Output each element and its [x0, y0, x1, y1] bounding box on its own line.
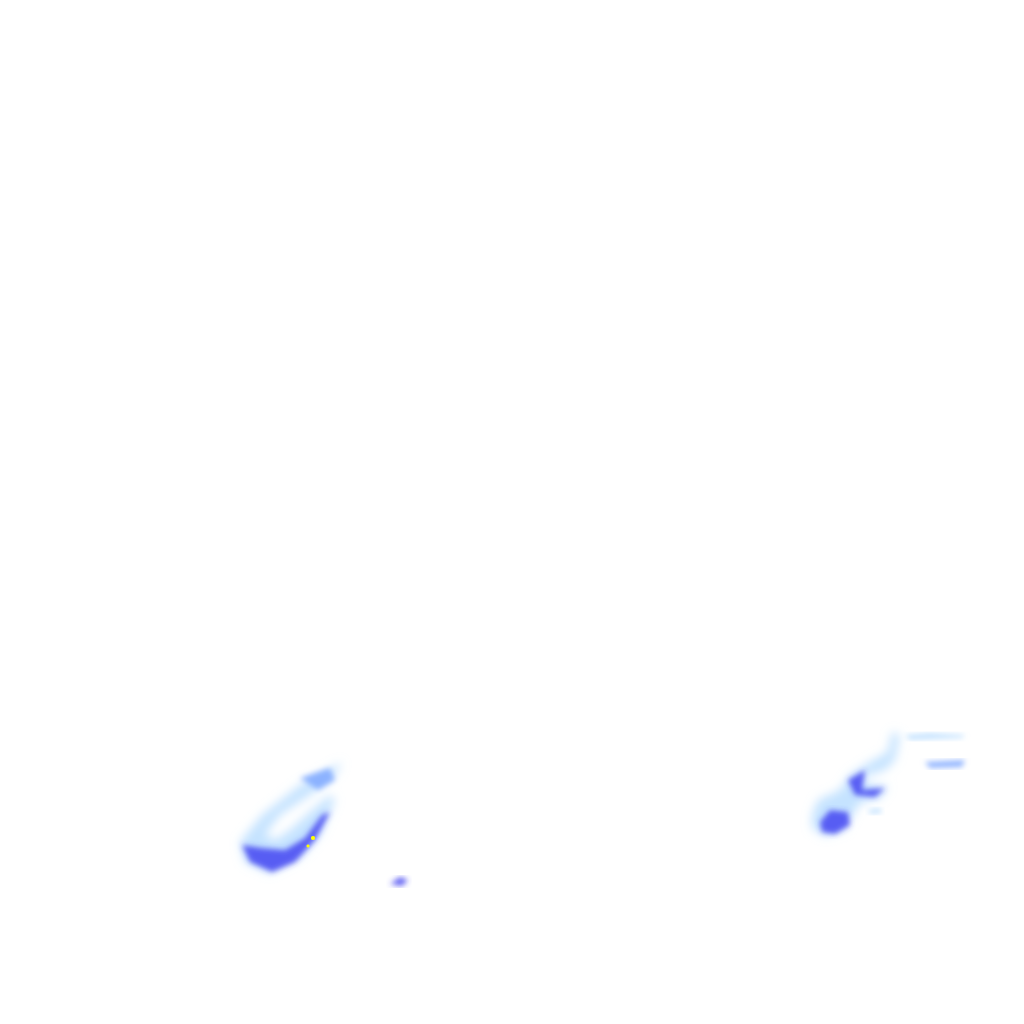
precip-cell-small: [390, 877, 408, 886]
precip-cell-southwest: [240, 762, 342, 873]
precip-cell-southeast: [812, 732, 965, 836]
